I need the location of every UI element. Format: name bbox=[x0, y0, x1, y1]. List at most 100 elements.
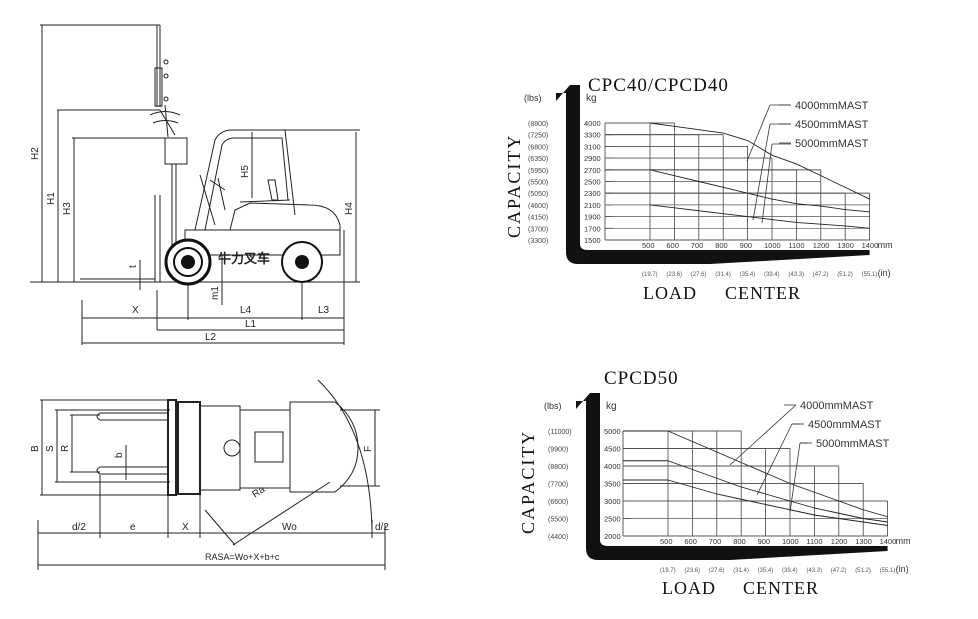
y-tick-lbs: (9900) bbox=[548, 447, 568, 454]
y-tick-kg: 2700 bbox=[584, 166, 601, 175]
dim-L4: L4 bbox=[240, 305, 252, 316]
y-tick-lbs: (5500) bbox=[528, 180, 548, 187]
y-tick-lbs: (5500) bbox=[548, 517, 568, 524]
chart-plot: kg(lbs)5000(11000)4500(9900)4000(8800)35… bbox=[544, 393, 911, 574]
y-tick-kg: 1700 bbox=[584, 224, 601, 233]
x-tick-mm: 1000 bbox=[764, 241, 781, 250]
dim-H2: H2 bbox=[30, 147, 41, 160]
y-tick-kg: 2900 bbox=[584, 154, 601, 163]
dim-F: F bbox=[363, 446, 374, 452]
series-line bbox=[649, 122, 870, 200]
dim-e: e bbox=[130, 522, 136, 533]
y-tick-lbs: (11000) bbox=[548, 429, 572, 436]
y-tick-kg: 1500 bbox=[584, 236, 601, 245]
dim-L2: L2 bbox=[205, 332, 217, 343]
x-tick-mm: 800 bbox=[733, 537, 746, 546]
y-tick-kg: 4500 bbox=[604, 445, 621, 454]
y-tick-lbs: (3700) bbox=[528, 226, 548, 233]
series-line bbox=[649, 204, 870, 229]
y-unit-lbs: (lbs) bbox=[544, 401, 562, 411]
x-tick-mm: 600 bbox=[666, 241, 679, 250]
y-tick-kg: 3100 bbox=[584, 142, 601, 151]
front-wheel bbox=[164, 238, 212, 286]
x-tick-in: (51.2) bbox=[855, 568, 871, 574]
x-tick-in: (47.2) bbox=[813, 272, 829, 278]
x-tick-in: (27.6) bbox=[709, 568, 725, 574]
x-tick-mm: 500 bbox=[660, 537, 673, 546]
y-tick-lbs: (7700) bbox=[548, 482, 568, 489]
x-tick-in: (55.1) bbox=[880, 568, 896, 574]
y-tick-kg: 4000 bbox=[604, 462, 621, 471]
y-tick-lbs: (4400) bbox=[548, 534, 568, 541]
dim-d2-right: d/2 bbox=[375, 522, 389, 533]
y-tick-lbs: (5050) bbox=[528, 191, 548, 198]
y-tick-kg: 3500 bbox=[604, 480, 621, 489]
y-tick-lbs: (4600) bbox=[528, 203, 548, 210]
dim-b: b bbox=[114, 452, 125, 458]
x-tick-mm: 1400 bbox=[880, 537, 897, 546]
chart-cpc40: CPC40/CPCD40 CAPACITY LOAD CENTER kg(lbs… bbox=[500, 65, 920, 310]
legend-item: 5000mmMAST bbox=[795, 138, 869, 150]
forklift-plan-view-drawing: B S R b F d/2 e X Wo d/2 Ra RASA=Wo+X+b+… bbox=[30, 379, 389, 570]
x-tick-mm: 1100 bbox=[788, 241, 804, 250]
x-tick-in: (39.4) bbox=[764, 272, 780, 278]
x-tick-in: (55.1) bbox=[862, 272, 878, 278]
y-tick-kg: 4000 bbox=[584, 119, 601, 128]
formula-text: RASA=Wo+X+b+c bbox=[205, 552, 280, 562]
rear-wheel bbox=[281, 241, 323, 283]
x-tick-in: (19.7) bbox=[642, 272, 658, 278]
x-tick-in: (35.4) bbox=[758, 568, 774, 574]
x-tick-mm: 1200 bbox=[813, 241, 830, 250]
dim-R: R bbox=[60, 445, 71, 452]
x-unit-mm: mm bbox=[896, 536, 911, 546]
dim-B: B bbox=[30, 445, 41, 452]
y-unit-kg: kg bbox=[586, 93, 597, 104]
dim-H3: H3 bbox=[62, 202, 73, 215]
dim-m1: m1 bbox=[210, 286, 221, 300]
y-tick-lbs: (3300) bbox=[528, 238, 548, 245]
series-line bbox=[667, 460, 888, 523]
x-tick-mm: 1300 bbox=[855, 537, 872, 546]
dim-L3: L3 bbox=[318, 305, 330, 316]
x-tick-in: (27.6) bbox=[691, 272, 707, 278]
x-tick-mm: 500 bbox=[642, 241, 655, 250]
y-tick-lbs: (8800) bbox=[548, 464, 568, 471]
x-tick-mm: 700 bbox=[709, 537, 722, 546]
dim-d2-left: d/2 bbox=[72, 522, 86, 533]
x-tick-mm: 900 bbox=[740, 241, 753, 250]
x-tick-in: (51.2) bbox=[837, 272, 853, 278]
x-axis-title-load: LOAD bbox=[662, 578, 716, 598]
y-tick-lbs: (6350) bbox=[528, 156, 548, 163]
y-tick-lbs: (8800) bbox=[528, 121, 548, 128]
x-tick-in: (31.4) bbox=[733, 568, 749, 574]
dim-X: X bbox=[132, 305, 139, 316]
y-tick-lbs: (7250) bbox=[528, 133, 548, 140]
y-tick-lbs: (6600) bbox=[548, 499, 568, 506]
x-tick-in: (31.4) bbox=[715, 272, 731, 278]
legend-item: 4000mmMAST bbox=[795, 100, 869, 112]
series-line bbox=[667, 430, 888, 518]
x-axis-title-center: CENTER bbox=[743, 578, 819, 598]
x-axis-title-load: LOAD bbox=[643, 283, 697, 303]
x-unit-mm: mm bbox=[878, 240, 893, 250]
x-tick-in: (39.4) bbox=[782, 568, 798, 574]
y-tick-kg: 2000 bbox=[604, 532, 621, 541]
x-tick-in: (43.3) bbox=[806, 568, 822, 574]
y-tick-kg: 1900 bbox=[584, 213, 601, 222]
dim-H5: H5 bbox=[240, 165, 251, 178]
x-tick-mm: 700 bbox=[691, 241, 704, 250]
dim-S: S bbox=[45, 445, 56, 452]
x-tick-mm: 900 bbox=[758, 537, 771, 546]
y-tick-kg: 3000 bbox=[604, 497, 621, 506]
y-tick-lbs: (6800) bbox=[528, 144, 548, 151]
dim-X: X bbox=[182, 522, 189, 533]
x-axis-title-center: CENTER bbox=[725, 283, 801, 303]
dim-H4: H4 bbox=[344, 202, 355, 215]
y-tick-kg: 3300 bbox=[584, 131, 601, 140]
forklift-side-view-drawing: H2 H1 H3 H5 H4 X L4 L3 L1 L2 m1 t 牛力叉车 bbox=[30, 24, 360, 345]
y-tick-kg: 2500 bbox=[604, 515, 621, 524]
dim-H1: H1 bbox=[46, 192, 57, 205]
x-tick-mm: 1400 bbox=[862, 241, 879, 250]
x-tick-mm: 600 bbox=[684, 537, 697, 546]
y-tick-kg: 2100 bbox=[584, 201, 601, 210]
